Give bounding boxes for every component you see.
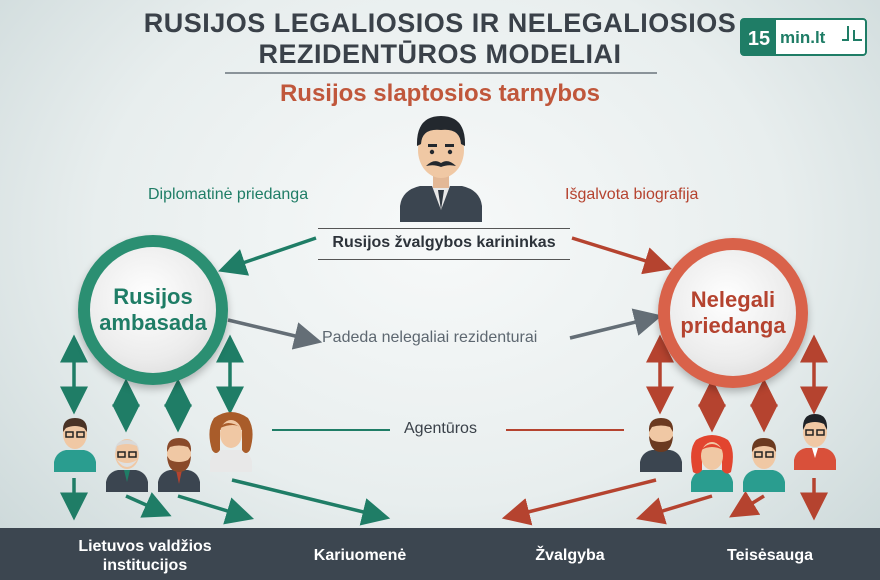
- logo-15min: 15 min.lt: [740, 18, 867, 56]
- arrow-ragent1-target: [501, 478, 657, 526]
- mustached-man-icon: [400, 116, 482, 222]
- diplomatic-cover-label: Diplomatinė priedanga: [148, 186, 309, 203]
- fake-biography-label: Išgalvota biografija: [565, 186, 699, 203]
- arrow-agent3-target: [177, 494, 255, 525]
- title-line-2: REZIDENTŪROS MODELIAI: [258, 39, 622, 69]
- agents-label: Agentūros: [404, 420, 477, 437]
- logo-number: 15: [748, 28, 770, 50]
- man-glasses-icon: [54, 418, 96, 472]
- illegal-cover-node: Nelegali priedanga: [658, 238, 808, 388]
- officer-label: Rusijos žvalgybos karininkas: [318, 228, 570, 260]
- bearded-man-icon: [158, 438, 200, 492]
- woman-icon: [209, 412, 253, 472]
- arrow-ragent2-target: [635, 494, 713, 525]
- arrow-helps-to-illegal: [569, 308, 663, 340]
- bearded-man-icon: [640, 418, 682, 472]
- embassy-label: Rusijos ambasada: [90, 247, 216, 373]
- page-title: RUSIJOS LEGALIOSIOS IR NELEGALIOSIOS REZ…: [0, 8, 880, 70]
- arrow-officer-to-embassy: [218, 236, 317, 276]
- subtitle: Rusijos slaptosios tarnybos: [279, 80, 601, 107]
- arrow-officer-to-illegal: [571, 236, 673, 275]
- title-divider: [225, 72, 657, 74]
- old-man-icon: [106, 439, 148, 492]
- target-government: Lietuvos valdžios institucijos: [78, 538, 212, 574]
- target-army: Kariuomenė: [313, 547, 407, 564]
- embassy-node: Rusijos ambasada: [78, 235, 228, 385]
- target-intelligence: Žvalgyba: [535, 547, 605, 564]
- target-law-enforcement: Teisėsauga: [727, 547, 813, 564]
- helps-illegal-label: Padeda nelegaliai rezidenturai: [322, 329, 538, 346]
- targets-bar: Lietuvos valdžios institucijos Kariuomen…: [0, 528, 880, 580]
- arrow-agent4-target: [231, 478, 391, 526]
- arrow-agent2-target: [125, 492, 172, 518]
- red-haired-woman-icon: [691, 435, 733, 492]
- illegal-cover-label: Nelegali priedanga: [670, 250, 796, 376]
- arrow-embassy-helps: [227, 318, 323, 350]
- title-line-1: RUSIJOS LEGALIOSIOS IR NELEGALIOSIOS: [143, 8, 737, 38]
- man-glasses-icon: [794, 414, 836, 470]
- arrow-ragent3-target: [729, 490, 765, 518]
- man-glasses-icon: [743, 438, 785, 492]
- logo-text: min.lt: [780, 28, 826, 47]
